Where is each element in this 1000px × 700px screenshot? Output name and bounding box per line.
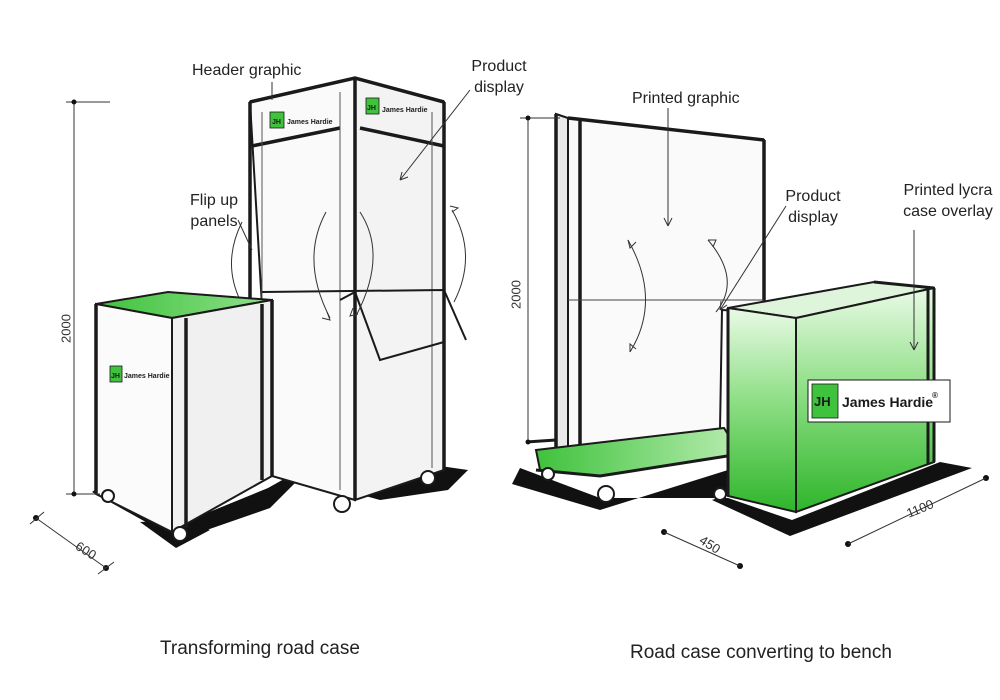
dim-dot-right-bottom (525, 439, 531, 445)
bench-logo-name: James Hardie (842, 394, 933, 410)
right-bench-drawing: JH James Hardie ® (512, 108, 989, 569)
tower-logo-left: JH James Hardie (269, 111, 333, 129)
tower-logo-right-name: James Hardie (382, 107, 428, 114)
dim-dot-left-bottom (71, 491, 77, 497)
bench-front (727, 306, 797, 514)
rotation-arrowheads (321, 205, 460, 321)
dimension-height-left: 2000 (58, 314, 74, 343)
small-case-logo-name: James Hardie (124, 373, 170, 380)
dim-dot-right-top (525, 115, 531, 121)
right-casters (541, 467, 727, 503)
leader-printed-graphic (663, 108, 673, 227)
rotation-arc-mid2 (355, 211, 374, 317)
bench-logo-registered: ® (932, 391, 938, 400)
bench-frame (726, 280, 936, 496)
rotation-arc-left (231, 221, 243, 301)
tall-panel-side (555, 112, 569, 458)
small-case-logo-mark: JH (111, 373, 120, 380)
leader-printed-lycra (909, 230, 919, 351)
dim-dot-left-top (71, 99, 77, 105)
label-printed-graphic: Printed graphic (632, 90, 740, 107)
dimension-height-right: 2000 (508, 280, 524, 309)
label-product-display-right: Product display (785, 188, 841, 226)
small-case-logo: JH James Hardie (109, 365, 170, 383)
right-rotation-arc-1 (627, 239, 646, 353)
dimension-line-depth-left (29, 511, 115, 575)
dimension-line-450 (663, 531, 741, 567)
label-product-display-left: Product display (471, 58, 527, 96)
green-base-tray-frame (525, 438, 741, 478)
rotation-arc-right (451, 209, 466, 303)
bench-logo-mark: JH (814, 394, 831, 409)
label-header-graphic: Header graphic (192, 62, 302, 79)
small-case-frame (94, 300, 274, 528)
tower-logo-right-mark: JH (367, 105, 376, 112)
rotation-arc-mid (313, 211, 331, 319)
leader-product-display-left (399, 89, 471, 181)
caption-left: Transforming road case (160, 638, 360, 659)
leader-product-display-right (719, 205, 787, 311)
left-road-case-drawing: JH James Hardie JH James Hardie JH James… (29, 76, 471, 575)
tower-logo-left-mark: JH (272, 119, 281, 126)
bench-logo: JH James Hardie ® (807, 379, 951, 423)
label-flip-up-panels: Flip up panels (189, 192, 239, 230)
dimension-line-1100 (847, 477, 987, 545)
tower-logo-right: JH James Hardie (365, 97, 428, 115)
right-rotation-arrowheads (627, 239, 717, 352)
tower-logo-left-name: James Hardie (287, 119, 333, 126)
left-casters (101, 470, 436, 542)
tall-panel-frame (554, 114, 766, 456)
caption-right: Road case converting to bench (630, 642, 892, 663)
tower-frame (248, 76, 446, 500)
label-printed-lycra: Printed lycra case overlay (903, 182, 993, 220)
flip-panel-lines (261, 289, 467, 362)
leader-flip-up (237, 219, 253, 251)
